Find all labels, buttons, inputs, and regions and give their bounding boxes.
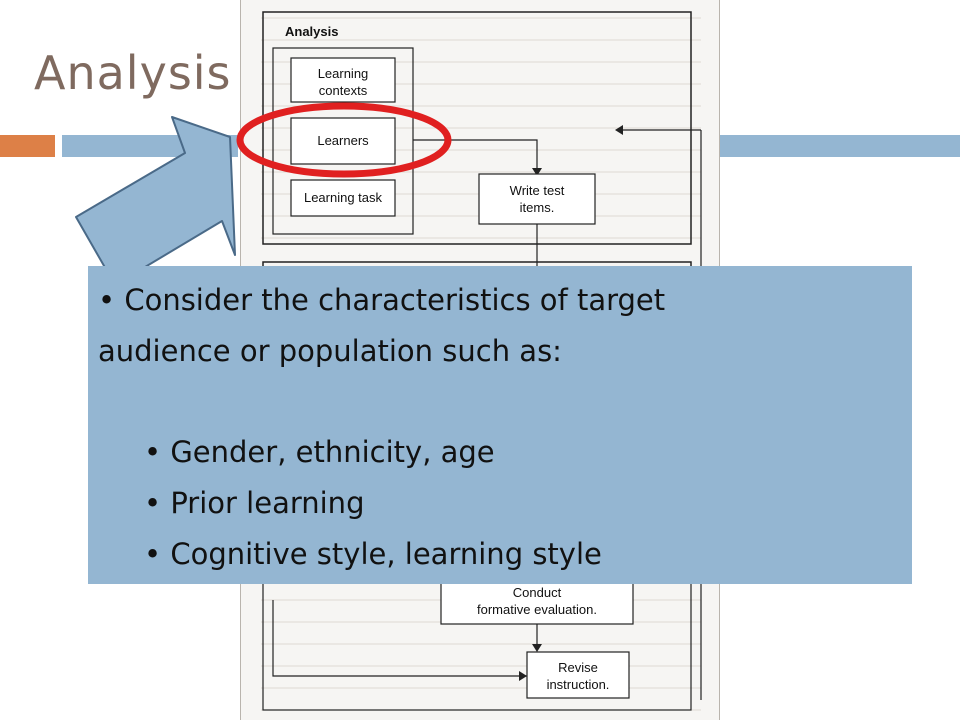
learning-contexts-label-2: contexts [319, 83, 368, 98]
learning-contexts-label-1: Learning [318, 66, 369, 81]
arrowhead-feedback [615, 125, 623, 135]
learning-task-box [290, 179, 396, 217]
callout-bullet-1: • Gender, ethnicity, age [144, 435, 495, 469]
learning-contexts-box [290, 57, 396, 103]
revise-label-2: instruction. [547, 677, 610, 692]
arrowhead-left-loop [519, 671, 527, 681]
feedback-loop-left [272, 600, 527, 677]
arrowhead-revise [532, 644, 542, 652]
write-test-items-label-1: Write test [510, 183, 565, 198]
analysis-outer-box [262, 11, 692, 245]
write-test-items-label-2: items. [520, 200, 555, 215]
revise-label-1: Revise [558, 660, 598, 675]
callout-box: • Consider the characteristics of target… [88, 266, 912, 584]
analysis-box-label: Analysis [285, 24, 338, 39]
connector-to-write-test [413, 139, 538, 172]
revise-box [526, 651, 630, 699]
accent-bar-orange [0, 135, 55, 157]
conduct-box [440, 579, 634, 625]
callout-bullet-3: • Cognitive style, learning style [144, 537, 602, 571]
arrowhead-write-test [532, 168, 542, 176]
pointer-arrow-icon [75, 116, 236, 286]
analysis-inner-box [272, 47, 414, 235]
callout-bullet-2: • Prior learning [144, 486, 365, 520]
highlight-circle [236, 102, 452, 178]
learners-box [290, 117, 396, 165]
slide-title: Analysis [34, 46, 232, 100]
callout-line-2: audience or population such as: [98, 334, 562, 368]
callout-line-1: • Consider the characteristics of target [98, 283, 666, 317]
learning-task-label: Learning task [304, 190, 383, 205]
conduct-label-2: formative evaluation. [477, 602, 597, 617]
write-test-items-box [478, 173, 596, 225]
conduct-label-1: Conduct [513, 585, 562, 600]
learners-label: Learners [317, 133, 369, 148]
accent-bar-blue-right [718, 135, 960, 157]
